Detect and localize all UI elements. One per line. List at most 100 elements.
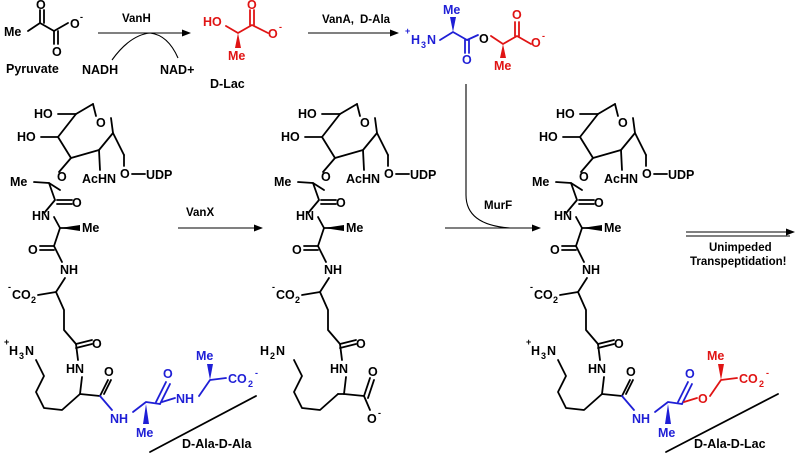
right-co2-sub: 2 (553, 295, 558, 305)
right-co2-charge: - (530, 282, 533, 292)
left-hn2: HN (66, 362, 84, 376)
left-dala-dala-tail: NH Me O NH Me CO 2 - D-Ala-D-Ala (99, 349, 258, 453)
left-lys-plus: + (4, 337, 9, 347)
right-udp: UDP (668, 168, 694, 182)
structure-left: HO HO O O AcHN O UDP Me O HN Me (4, 103, 172, 411)
left-tail-me1: Me (136, 426, 153, 440)
left-ala-me: Me (82, 221, 99, 235)
depsi-lac-carbonyl-o: O (512, 8, 522, 22)
left-tail-co-sub: 2 (248, 379, 253, 389)
left-ho2: HO (17, 130, 36, 144)
depsi-lac-me: Me (494, 59, 511, 73)
vana-enzyme-label: VanA, (322, 14, 354, 26)
sugar-ring-right: HO HO O O AcHN O UDP (539, 103, 694, 186)
structure-middle: HO HO O O AcHN O UDP Me O HN Me (260, 103, 436, 426)
left-lys-sub: 3 (19, 351, 24, 361)
right-tail-co: CO (739, 372, 758, 386)
right-tail-co-sub: 2 (759, 379, 764, 389)
mid-achn: AcHN (346, 172, 380, 186)
mid-acid-o-minus: O (367, 412, 377, 426)
d-lac-ho: HO (203, 15, 222, 29)
unimpeded-label: Unimpeded (709, 242, 772, 254)
mid-ho2: HO (281, 130, 300, 144)
depsi-plus: + (405, 26, 410, 36)
depsi-carbonyl-o: O (462, 53, 472, 67)
mid-amide-o3: O (356, 337, 366, 351)
right-udp-o: O (642, 167, 652, 181)
left-tail-nh: NH (110, 412, 128, 426)
left-amide-o2: O (28, 243, 38, 257)
depsipeptide-to-murf-arrow (465, 84, 511, 229)
depsi-ester-o: O (479, 32, 489, 46)
right-lys-sub: 3 (541, 351, 546, 361)
left-co2-sub: 2 (31, 295, 36, 305)
depsi-h: H (411, 33, 420, 47)
left-nh1: NH (60, 263, 78, 277)
right-ho2: HO (539, 130, 558, 144)
left-udp-o: O (120, 167, 130, 181)
left-lys-h: H (9, 344, 18, 358)
mid-udp: UDP (410, 168, 436, 182)
mid-co2-charge: - (272, 282, 275, 292)
mid-hn1: HN (296, 209, 314, 223)
right-amide-o3: O (614, 337, 624, 351)
right-amide-o1: O (594, 196, 604, 210)
right-achn: AcHN (604, 172, 638, 186)
mid-amide-o1: O (336, 196, 346, 210)
right-amide-o2: O (550, 243, 560, 257)
mid-acid-charge: - (378, 408, 381, 418)
left-tail-o: O (163, 367, 173, 381)
mid-udp-o: O (384, 167, 394, 181)
left-udp: UDP (146, 168, 172, 182)
left-hn1: HN (32, 209, 50, 223)
structure-right: HO HO O O AcHN O UDP Me O HN Me (526, 103, 694, 411)
vana-d-ala-label: D-Ala (360, 14, 391, 26)
left-ring-o: O (96, 116, 106, 130)
mid-hn2: HN (330, 362, 348, 376)
sugar-ring-middle: HO HO O O AcHN O UDP (281, 103, 436, 186)
vanh-enzyme-label: VanH (122, 13, 151, 25)
right-lys-n: N (547, 344, 556, 358)
pyruvate-o-minus: O (70, 17, 80, 31)
left-ho1: HO (34, 107, 53, 121)
mid-co2-sub: 2 (295, 295, 300, 305)
mid-link-o: O (321, 170, 331, 184)
mid-lac-me: Me (274, 175, 291, 189)
mid-lys-n: N (276, 344, 285, 358)
d-lac-carbonyl-o: O (247, 0, 257, 12)
left-tail-label: D-Ala-D-Ala (182, 437, 252, 451)
d-lac-name: D-Lac (210, 77, 245, 91)
mid-acid-o: O (368, 365, 378, 379)
murf-label: MurF (484, 200, 512, 212)
right-tail-me2: Me (707, 349, 724, 363)
left-co2: CO (12, 288, 31, 302)
right-nh1: NH (582, 263, 600, 277)
d-lac-me: Me (228, 49, 245, 63)
right-ring-o: O (618, 116, 628, 130)
vana-step: VanA, D-Ala (308, 14, 399, 37)
left-tail-co: CO (228, 372, 247, 386)
sugar-ring-left: HO HO O O AcHN O UDP (17, 103, 172, 186)
right-hn1: HN (554, 209, 572, 223)
right-dala-dlac-tail: NH Me O O Me CO 2 - D-Ala-D-Lac (621, 349, 779, 453)
right-tail-charge: - (766, 368, 769, 378)
right-link-o: O (579, 170, 589, 184)
vanx-label: VanX (186, 207, 214, 219)
nadh-label: NADH (82, 63, 118, 77)
pyruvate-charge: - (80, 12, 83, 22)
left-link-o: O (57, 170, 67, 184)
left-lac-me: Me (10, 175, 27, 189)
vanx-arrow: VanX (178, 207, 263, 232)
mid-nh1: NH (324, 263, 342, 277)
d-lac-charge: - (279, 22, 282, 32)
transpeptidation-label: Transpeptidation! (690, 256, 786, 268)
pyruvate-carbonyl-o: O (36, 0, 46, 12)
nad-plus-label: NAD+ (160, 63, 194, 77)
mid-lys-sub: 2 (270, 351, 275, 361)
right-tail-label: D-Ala-D-Lac (694, 437, 766, 451)
depsi-sub3: 3 (421, 40, 426, 50)
left-tail-me2: Me (196, 349, 213, 363)
transpeptidation-arrow: Unimpeded Transpeptidation! (686, 228, 795, 268)
mid-ring-o: O (360, 116, 370, 130)
